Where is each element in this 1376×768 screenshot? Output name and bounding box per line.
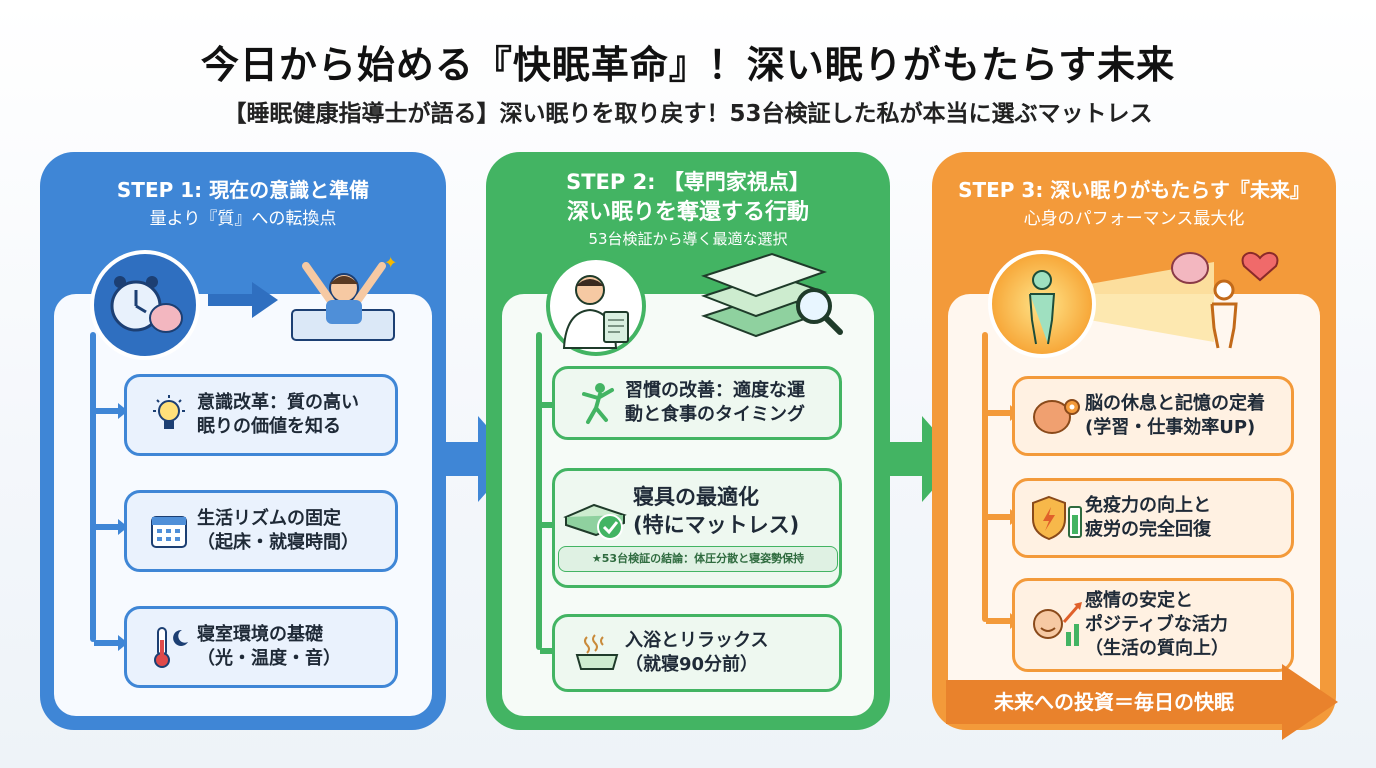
step1-branch-1 — [94, 403, 128, 419]
future-investment-banner: 未来への投資＝毎日の快眠 — [946, 680, 1282, 724]
step1-item-environment: 寝室環境の基礎 （光・温度・音） — [124, 606, 398, 688]
step2-connector — [536, 332, 542, 650]
step1-branch-3 — [94, 635, 128, 651]
step3-panel: STEP 3: 深い眠りがもたらす『未来』 心身のパフォーマンス最大化 脳の休息… — [932, 152, 1336, 730]
calendar-icon — [141, 511, 197, 551]
step2-item-line: 寝具の最適化 — [633, 485, 759, 509]
step2-item-line: 入浴とリラックス — [625, 629, 769, 651]
step1-item-line: 生活リズムの固定 — [197, 507, 341, 529]
step3-heading: STEP 3: 深い眠りがもたらす『未来』 — [958, 178, 1310, 202]
step3-item-line: 疲労の完全回復 — [1085, 519, 1211, 540]
step2-panel: STEP 2: 【専門家視点】 深い眠りを奪還する行動 53台検証から導く最適な… — [486, 152, 890, 730]
step2-heading: STEP 2: 【専門家視点】 — [566, 170, 810, 194]
glow-beam-icon — [1044, 262, 1214, 342]
doctor-icon — [546, 256, 646, 356]
page-title: 今日から始める『快眠革命』！深い眠りがもたらす未来 — [200, 43, 1176, 87]
step1-item-line: （光・温度・音） — [197, 648, 341, 669]
glowing-person-icon — [988, 250, 1096, 358]
step1-item-line: 寝室環境の基礎 — [197, 623, 323, 645]
step3-item-line: 免疫力の向上と — [1085, 494, 1211, 516]
arrow-right-icon — [208, 282, 278, 318]
step2-item-habits: 習慣の改善：適度な運動と食事のタイミング — [552, 366, 842, 440]
step3-connector — [982, 332, 988, 622]
step3-branch-3 — [986, 613, 1020, 629]
step2-subheading: 53台検証から導く最適な選択 — [588, 230, 788, 248]
step1-item-awareness: 意識改革：質の高い眠りの価値を知る — [124, 374, 398, 456]
happy-chart-icon — [1029, 600, 1085, 650]
waking-person-icon: ✦ — [291, 254, 397, 341]
step3-item-line: （生活の質向上） — [1085, 638, 1229, 660]
step1-heading: STEP 1: 現在の意識と準備 — [116, 178, 370, 202]
step3-item-line: ポジティブな活力 — [1085, 613, 1228, 635]
exercise-icon — [569, 380, 625, 426]
step2-heading-2: 深い眠りを奪還する行動 — [566, 200, 809, 225]
thermometer-moon-icon — [141, 624, 197, 670]
step1-connector — [90, 332, 96, 642]
step1-item-rhythm: 生活リズムの固定 （起床・就寝時間） — [124, 490, 398, 572]
step2-item-line: 動と食事のタイミング — [625, 404, 805, 425]
step2-item-line: (特にマットレス) — [633, 513, 800, 538]
svg-text:✦: ✦ — [384, 254, 397, 272]
step3-item-emotion: 感情の安定とポジティブな活力 （生活の質向上） — [1012, 578, 1294, 672]
step3-branch-1 — [986, 405, 1020, 421]
page-subtitle: 【睡眠健康指導士が語る】深い眠りを取り戻す！53台検証した私が本当に選ぶマットレ… — [223, 101, 1153, 127]
step3-subheading: 心身のパフォーマンス最大化 — [1023, 209, 1245, 229]
step3-item-line: 感情の安定と — [1085, 589, 1193, 611]
verification-note: ★53台検証の結論：体圧分散と寝姿勢保持 — [558, 546, 838, 572]
step2-item-line: 習慣の改善：適度な運 — [625, 379, 805, 401]
step3-item-brain: 脳の休息と記憶の定着 (学習・仕事効率UP) — [1012, 376, 1294, 456]
shield-battery-icon — [1029, 495, 1085, 541]
brain-heart-person-icon — [1171, 251, 1279, 349]
step1-panel: STEP 1: 現在の意識と準備 量より『質』への転換点 ✦ 意識改革：質の高い… — [40, 152, 446, 730]
mattress-check-icon — [561, 483, 633, 543]
step1-subheading: 量より『質』への転換点 — [149, 209, 337, 229]
step3-item-immunity: 免疫力の向上と疲労の完全回復 — [1012, 478, 1294, 558]
step1-item-line: 意識改革：質の高い — [197, 391, 359, 413]
mattress-magnifier-icon — [701, 252, 843, 338]
bathtub-icon — [569, 631, 625, 675]
step1-item-line: （起床・就寝時間） — [197, 532, 359, 553]
step3-item-line: (学習・仕事効率UP) — [1085, 417, 1256, 438]
banner-arrow-tip-icon — [1282, 664, 1338, 740]
step2-item-line: （就寝90分前） — [625, 654, 759, 675]
step1-branch-2 — [94, 519, 128, 535]
lightbulb-icon — [141, 393, 197, 437]
step2-item-bath: 入浴とリラックス （就寝90分前） — [552, 614, 842, 692]
brain-gear-icon — [1029, 395, 1085, 437]
step3-item-line: 脳の休息と記憶の定着 — [1085, 392, 1265, 414]
step1-item-line: 眠りの価値を知る — [197, 416, 341, 437]
step3-branch-2 — [986, 509, 1020, 525]
clock-brain-icon — [90, 250, 200, 360]
